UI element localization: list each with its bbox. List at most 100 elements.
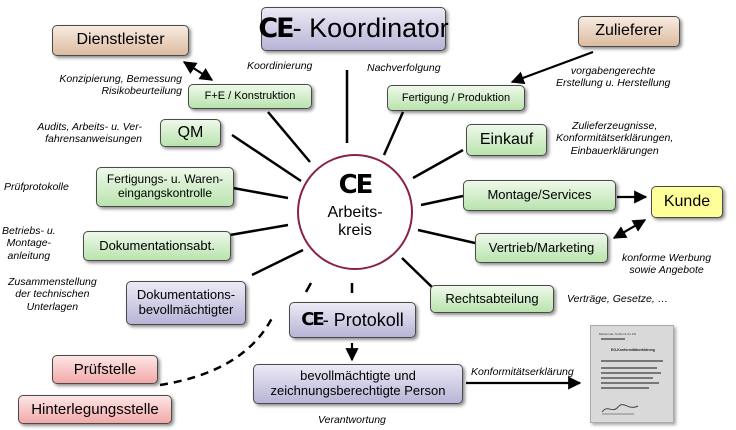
note-konzipierung-line: Konzipierung, Bemessung — [59, 73, 182, 85]
kontrolle-box: Fertigungs- u. Waren- eingangskontrolle — [96, 167, 234, 207]
qm-label: QM — [177, 123, 204, 141]
ce-mark: CE — [301, 308, 324, 330]
note-betrieb: Betriebs- u. Montage- anleitung — [2, 225, 56, 262]
pruefstelle-box: Prüfstelle — [52, 355, 158, 384]
spoke-line — [401, 257, 436, 291]
arrow-dienstleister-fe — [182, 61, 214, 81]
note-nachverfolgung: Nachverfolgung — [367, 62, 441, 74]
note-koordinierung: Koordinierung — [247, 60, 313, 72]
spoke-line — [382, 111, 405, 156]
note-pruefprotokolle: Prüfprotokolle — [4, 181, 69, 193]
kunde-box: Kunde — [651, 186, 723, 218]
konformitaetserklaerung-document: Musterman GmbH & Co.KG EG-Konformitätser… — [590, 325, 674, 423]
spoke-line — [229, 223, 289, 237]
document-line — [601, 360, 663, 362]
fertigung-box: Fertigung / Produktion — [387, 85, 525, 111]
ce-mark: CE — [258, 13, 294, 45]
document-line — [601, 372, 661, 374]
rechtsabteilung-box: Rechtsabteilung — [430, 285, 554, 313]
note-audits-line: Audits, Arbeits- u. Ver- — [37, 121, 142, 133]
vertrieb-box: Vertrieb/Marketing — [475, 233, 608, 263]
zulieferer-label: Zulieferer — [595, 22, 663, 40]
note-vorgaben-line: Erstellung u. Herstellung — [556, 77, 671, 90]
person-label-2: zeichnungsberechtigte Person — [270, 383, 446, 398]
pruefstelle-label: Prüfstelle — [73, 360, 137, 378]
document-rule — [601, 338, 625, 340]
document-line — [601, 377, 653, 379]
hinterlegungsstelle-label: Hinterlegungsstelle — [31, 400, 159, 418]
dokumentationsabt-label: Dokumentationsabt. — [99, 237, 215, 253]
note-zusammenstellung-line: der technischen — [15, 288, 90, 301]
document-company: Musterman GmbH & Co.KG — [599, 332, 637, 336]
spoke-line — [412, 148, 464, 180]
dienstleister-box: Dienstleister — [52, 25, 189, 56]
note-konzipierung-line: Risikobeurteilung — [101, 85, 182, 98]
note-betrieb-line: Betriebs- u. — [2, 225, 56, 237]
montage-label: Montage/Services — [487, 187, 592, 203]
dokumentationsbevollmaechtigter-box: Dokumentations- bevollmächtigter — [126, 281, 246, 325]
kunde-label: Kunde — [663, 192, 711, 210]
dokumentationsabt-box: Dokumentationsabt. — [83, 231, 231, 261]
dashed-link-pruefstelle — [159, 317, 274, 387]
fe-konstruktion-box: F+E / Konstruktion — [188, 84, 312, 109]
note-vorgaben-line: vorgabengerechte — [570, 65, 656, 77]
arbeitskreis-label-1: Arbeits- — [327, 204, 383, 221]
note-zusammenstellung: Zusammenstellung der technischen Unterla… — [8, 276, 97, 313]
signature-icon — [601, 404, 639, 415]
dokbev-label-1: Dokumentations- — [136, 287, 236, 303]
note-vorgaben: vorgabengerechte Erstellung u. Herstellu… — [556, 65, 670, 90]
note-zusammenstellung-line: Zusammenstellung — [8, 276, 97, 288]
note-zeugnisse-line: Einbauerklärungen — [570, 144, 659, 157]
ce-protokoll-label: - Protokoll — [322, 309, 404, 330]
spoke-line — [304, 282, 313, 293]
einkauf-box: Einkauf — [466, 124, 547, 156]
note-betrieb-line: anleitung — [7, 249, 51, 262]
spoke-line — [251, 248, 304, 277]
montage-box: Montage/Services — [463, 180, 616, 211]
kontrolle-label-1: Fertigungs- u. Waren- — [106, 172, 224, 187]
dokbev-label-2: bevollmächtigter — [138, 302, 234, 317]
spoke-line — [420, 194, 464, 207]
document-heading: EG-Konformitätserklärung — [611, 348, 655, 352]
dienstleister-label: Dienstleister — [76, 31, 165, 49]
note-vertraege: Verträge, Gesetze, … — [567, 293, 669, 305]
document-line — [601, 382, 659, 384]
note-audits: Audits, Arbeits- u. Ver- fahrensanweisun… — [37, 121, 142, 146]
note-konzipierung: Konzipierung, Bemessung Risikobeurteilun… — [59, 73, 182, 98]
arbeitskreis-label-2: kreis — [338, 222, 372, 239]
ce-mark: CE — [338, 170, 374, 200]
bevollmaechtigte-person-box: bevollmächtigte und zeichnungsberechtigt… — [253, 364, 463, 404]
vertrieb-label: Vertrieb/Marketing — [488, 239, 595, 255]
fertigung-label: Fertigung / Produktion — [401, 91, 511, 104]
note-zeugnisse: Zulieferzeugnisse, Konformitätserklärung… — [556, 120, 673, 157]
spoke-line — [267, 111, 311, 163]
document-line — [601, 367, 657, 369]
arrow-vertrieb-kunde — [612, 219, 647, 239]
note-zusammenstellung-line: Unterlagen — [26, 300, 79, 313]
spoke-line — [231, 133, 302, 183]
ce-koordinator-label: - Koordinator — [292, 13, 449, 44]
rechtsabteilung-label: Rechtsabteilung — [445, 290, 539, 306]
note-zeugnisse-line: Konformitätserklärungen, — [556, 132, 674, 145]
spoke-line — [232, 186, 289, 200]
fe-konstruktion-label: F+E / Konstruktion — [204, 90, 296, 103]
arbeitskreis-circle: CE Arbeits- kreis — [297, 154, 413, 270]
note-betrieb-line: Montage- — [6, 237, 52, 250]
ce-koordinator-box: CE- Koordinator — [258, 7, 449, 51]
note-werbung: konforme Werbung sowie Angebote — [622, 252, 711, 277]
note-werbung-line: konforme Werbung — [622, 252, 712, 264]
document-line — [601, 387, 649, 389]
arrow-zulieferer-fertigung — [510, 50, 594, 85]
note-audits-line: fahrensanweisungen — [45, 133, 142, 146]
einkauf-label: Einkauf — [479, 130, 534, 148]
zulieferer-box: Zulieferer — [578, 16, 680, 47]
kontrolle-label-2: eingangskontrolle — [117, 186, 213, 200]
person-label-1: bevollmächtigte und — [300, 368, 416, 384]
qm-box: QM — [160, 119, 221, 147]
note-werbung-line: sowie Angebote — [629, 264, 704, 277]
note-verantwortung: Verantwortung — [318, 414, 386, 426]
note-zeugnisse-line: Zulieferzeugnisse, — [572, 120, 658, 132]
note-konformitaet: Konformitätserklärung — [471, 366, 574, 378]
spoke-line — [417, 228, 476, 245]
